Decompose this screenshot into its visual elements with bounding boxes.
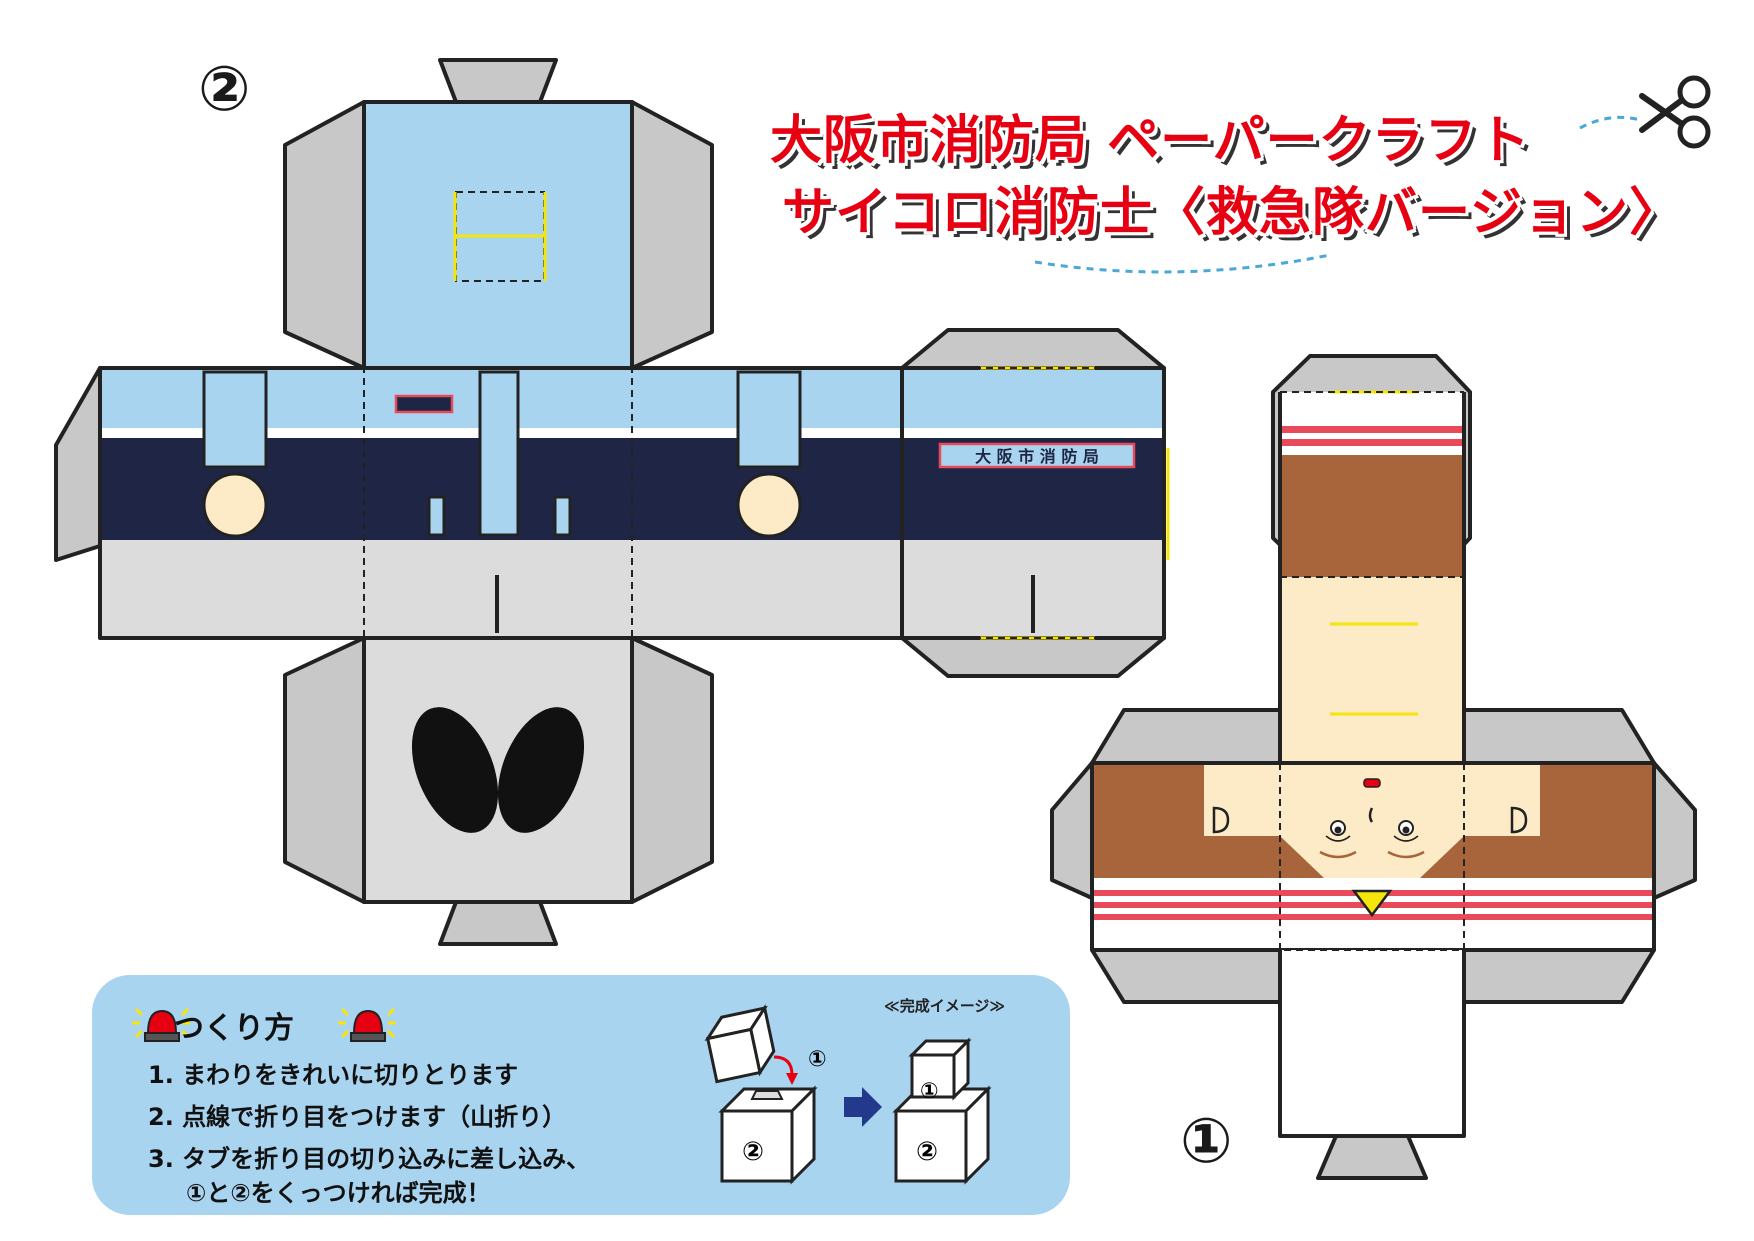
part2-left-tab — [54, 366, 102, 562]
part1-bottom-face — [1280, 950, 1464, 1136]
station-badge — [938, 442, 1136, 469]
part1-left-lower-tab — [1090, 948, 1282, 1004]
result-top-number: ① — [920, 1079, 939, 1104]
part1-right-lower-tab — [1462, 948, 1656, 1004]
ear-left — [1212, 806, 1230, 834]
result-cube-top — [908, 1037, 972, 1101]
part1-right-upper-tab — [1462, 708, 1656, 765]
part1-neck-face — [1280, 577, 1464, 763]
instructions-heading: つくり方 — [174, 1011, 294, 1046]
mouth — [1363, 778, 1381, 788]
cube-1-number: ① — [808, 1047, 827, 1072]
part1-left-side-tab — [1050, 761, 1094, 900]
cut-guide-line — [1034, 115, 1641, 274]
part2-bottom-face — [362, 636, 634, 904]
siren-icon — [132, 1007, 190, 1042]
ear-right — [1510, 806, 1528, 834]
step-2: 2. 点線で折り目をつけます（山折り） — [148, 1103, 567, 1131]
result-bottom-number: ② — [916, 1137, 939, 1167]
siren-icon — [338, 1007, 396, 1042]
insert-arrow — [773, 1055, 794, 1076]
result-arrow — [844, 1087, 882, 1127]
part2-lower-left-tab — [283, 636, 366, 904]
button-right — [736, 472, 802, 538]
cube-diagram-2 — [718, 1085, 818, 1185]
part1-right-side-tab — [1652, 761, 1697, 900]
part2-band-gray — [100, 540, 902, 638]
part1-bottom-tab — [1316, 1134, 1428, 1180]
part2-upper-right-tab — [630, 100, 714, 370]
hair-back — [1280, 455, 1464, 577]
step-3: 3. タブを折り目の切り込みに差し込み、 — [148, 1145, 591, 1173]
step-3-cont: ①と②をくっつければ完成！ — [186, 1179, 491, 1207]
part2-bottom-tab — [438, 900, 558, 946]
part1-left-upper-tab — [1090, 708, 1282, 765]
shoe-left — [411, 707, 499, 833]
instructions-panel: つくり方 1. まわりをきれいに切りとります 2. 点線で折り目をつけます（山折… — [92, 975, 1070, 1215]
scissors-icon — [1639, 75, 1711, 149]
cube-diagram-1 — [704, 1004, 776, 1084]
name-tag — [394, 394, 454, 414]
part1-net — [1050, 354, 1697, 1180]
part2-label: ② — [198, 52, 251, 125]
title-line-2: サイコロ消防士〈救急隊バージョン〉 — [782, 183, 1682, 243]
result-label: ≪完成イメージ≫ — [884, 997, 1006, 1015]
result-cube-bottom — [892, 1085, 992, 1185]
part1-label: ① — [1180, 1104, 1233, 1177]
shoe-right — [497, 707, 585, 833]
cube-2-number: ② — [742, 1137, 765, 1167]
collar-triangle — [1351, 889, 1393, 918]
station-badge-text: 大 阪 市 消 防 局 — [975, 447, 1099, 466]
button-left — [202, 472, 268, 538]
part2-upper-left-tab — [283, 100, 366, 370]
instructions-graphics — [132, 1004, 992, 1185]
step-1: 1. まわりをきれいに切りとります — [148, 1061, 519, 1089]
title-line-1: 大阪市消防局 ペーパークラフト — [770, 111, 1531, 171]
part2-top-tab — [438, 58, 558, 104]
nose — [1368, 807, 1374, 823]
part2-net: 大 阪 市 消 防 局 — [54, 58, 1170, 946]
part2-lower-right-tab — [630, 636, 714, 904]
